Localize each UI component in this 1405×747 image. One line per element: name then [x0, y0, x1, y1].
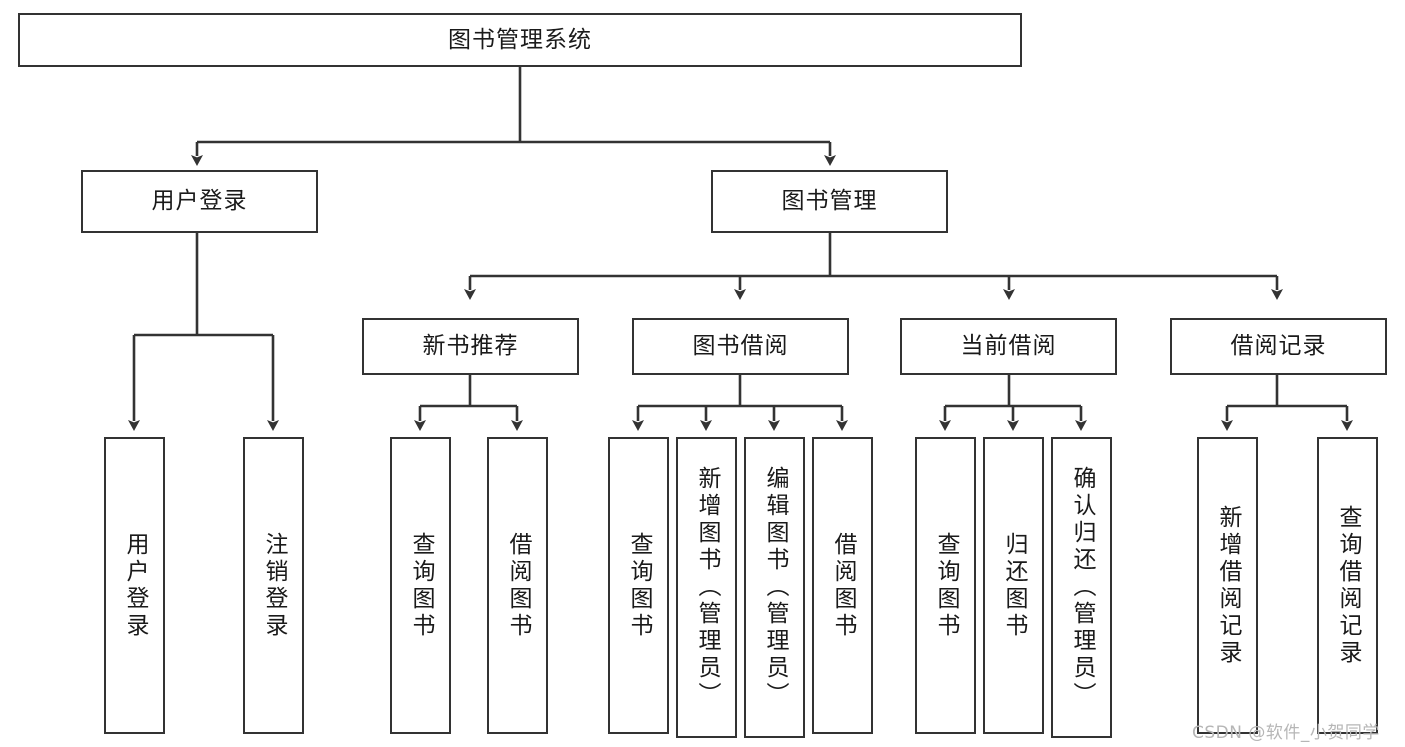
node-leaf-query-book-3[interactable]: 查询图书 — [915, 437, 976, 734]
node-book-manage[interactable]: 图书管理 — [711, 170, 948, 233]
node-leaf-add-record[interactable]: 新增借阅记录 — [1197, 437, 1258, 734]
node-leaf-confirm-return-label: 确认归还（管理员） — [1069, 466, 1095, 709]
node-leaf-edit-book[interactable]: 编辑图书（管理员） — [744, 437, 805, 738]
node-leaf-edit-book-label: 编辑图书（管理员） — [762, 466, 788, 709]
node-leaf-user-logout-label: 注销登录 — [261, 531, 287, 640]
node-root[interactable]: 图书管理系统 — [18, 13, 1022, 67]
node-book-manage-label: 图书管理 — [781, 188, 878, 215]
node-new-book-recommend-label: 新书推荐 — [422, 333, 519, 360]
node-book-borrow[interactable]: 图书借阅 — [632, 318, 849, 375]
node-leaf-query-book-2-label: 查询图书 — [626, 531, 652, 640]
node-current-borrow[interactable]: 当前借阅 — [900, 318, 1117, 375]
watermark: CSDN @软件_小贺同学 — [1192, 723, 1380, 743]
node-leaf-query-record-label: 查询借阅记录 — [1335, 504, 1361, 667]
node-user-login-label: 用户登录 — [151, 188, 248, 215]
node-leaf-add-book-label: 新增图书（管理员） — [694, 466, 720, 709]
node-new-book-recommend[interactable]: 新书推荐 — [362, 318, 579, 375]
node-leaf-add-book[interactable]: 新增图书（管理员） — [676, 437, 737, 738]
node-leaf-return-book[interactable]: 归还图书 — [983, 437, 1044, 734]
node-leaf-user-login[interactable]: 用户登录 — [104, 437, 165, 734]
node-borrow-record-label: 借阅记录 — [1230, 333, 1327, 360]
node-leaf-add-record-label: 新增借阅记录 — [1215, 504, 1241, 667]
node-leaf-return-book-label: 归还图书 — [1001, 531, 1027, 640]
node-leaf-borrow-book-1[interactable]: 借阅图书 — [487, 437, 548, 734]
node-leaf-query-book-3-label: 查询图书 — [933, 531, 959, 640]
node-leaf-user-logout[interactable]: 注销登录 — [243, 437, 304, 734]
node-borrow-record[interactable]: 借阅记录 — [1170, 318, 1387, 375]
node-leaf-confirm-return[interactable]: 确认归还（管理员） — [1051, 437, 1112, 738]
node-book-borrow-label: 图书借阅 — [692, 333, 789, 360]
node-leaf-query-book-1[interactable]: 查询图书 — [390, 437, 451, 734]
node-leaf-query-book-2[interactable]: 查询图书 — [608, 437, 669, 734]
node-current-borrow-label: 当前借阅 — [960, 333, 1057, 360]
node-user-login[interactable]: 用户登录 — [81, 170, 318, 233]
node-leaf-query-book-1-label: 查询图书 — [408, 531, 434, 640]
node-leaf-user-login-label: 用户登录 — [122, 531, 148, 640]
node-leaf-borrow-book-1-label: 借阅图书 — [505, 531, 531, 640]
node-leaf-query-record[interactable]: 查询借阅记录 — [1317, 437, 1378, 734]
node-leaf-borrow-book-2-label: 借阅图书 — [830, 531, 856, 640]
node-root-label: 图书管理系统 — [448, 26, 592, 53]
node-leaf-borrow-book-2[interactable]: 借阅图书 — [812, 437, 873, 734]
